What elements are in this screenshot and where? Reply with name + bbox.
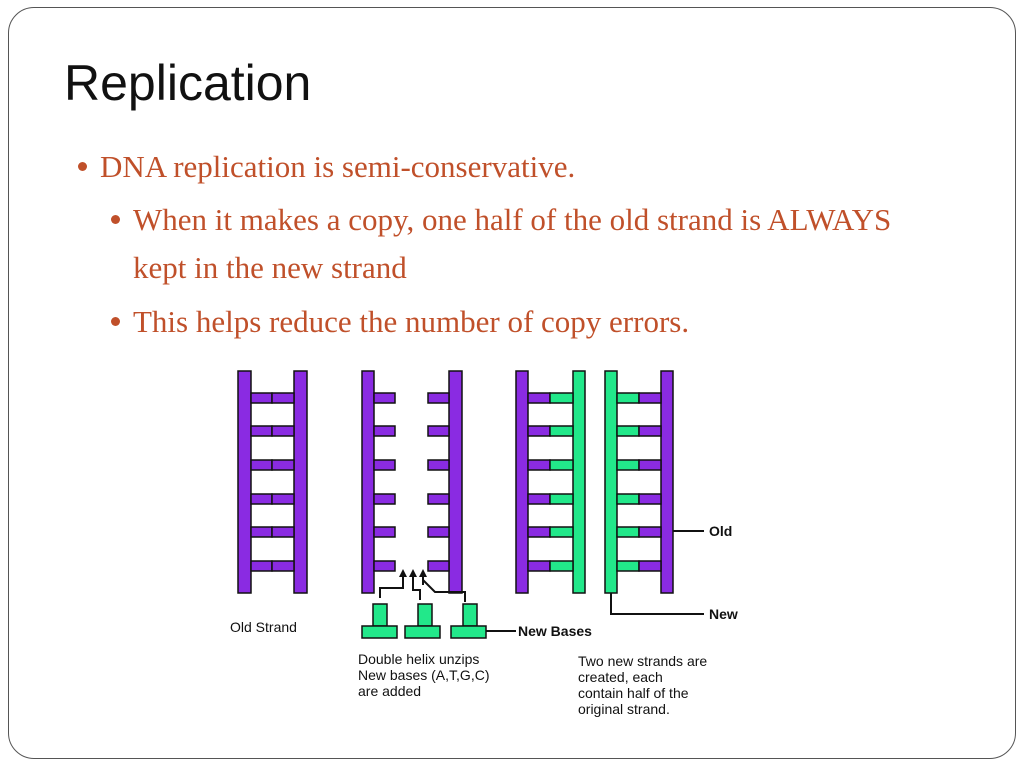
arrow-up-icon — [419, 569, 427, 577]
old-base-rung — [271, 392, 295, 404]
bullet-level1: DNA replication is semi-conservative. — [78, 143, 576, 191]
daughter1-old-base — [527, 560, 551, 572]
new-base-block — [450, 625, 487, 639]
new-base-block — [404, 625, 441, 639]
unzipped-base-left — [373, 425, 396, 437]
new-base-stem — [417, 603, 433, 627]
old-base-rung — [271, 493, 295, 505]
daughter2-old-base — [638, 425, 662, 437]
label-old: Old — [709, 523, 732, 539]
unzipped-base-left — [373, 459, 396, 471]
daughter1-old-base — [527, 392, 551, 404]
daughter2-old-base — [638, 560, 662, 572]
old-base-rung — [271, 526, 295, 538]
daughter2-new-base — [616, 459, 640, 471]
caption-result-line: Two new strands are — [578, 653, 707, 669]
new-base-stem — [372, 603, 388, 627]
daughter1-old-base — [527, 459, 551, 471]
slide-frame — [8, 7, 1016, 759]
new-base-stem — [462, 603, 478, 627]
old-base-rung — [250, 493, 273, 505]
bullet-dot-icon — [111, 215, 120, 224]
caption-unzip-line: Double helix unzips — [358, 651, 479, 667]
daughter2-old-base — [638, 526, 662, 538]
diagram-shapes — [237, 370, 704, 639]
unzipped-backbone-left — [361, 370, 375, 594]
unzipped-base-left — [373, 493, 396, 505]
arrow-up-icon — [399, 569, 407, 577]
unzipped-base-right — [427, 459, 450, 471]
unzipped-base-right — [427, 560, 450, 572]
bullet-dot-icon — [78, 162, 87, 171]
arrow-up-icon — [409, 569, 417, 577]
daughter1-new-base — [549, 425, 574, 437]
daughter2-old-base — [638, 459, 662, 471]
old-strand-backbone — [237, 370, 252, 594]
bullet-dot-icon — [111, 317, 120, 326]
daughter2-new-backbone — [604, 370, 618, 594]
label-old-strand: Old Strand — [230, 619, 297, 635]
bullet-text: When it makes a copy, one half of the ol… — [133, 202, 892, 285]
daughter1-new-base — [549, 392, 574, 404]
old-strand-backbone — [293, 370, 308, 594]
old-base-rung — [271, 560, 295, 572]
connector-line — [412, 585, 421, 600]
old-base-rung — [271, 425, 295, 437]
unzipped-base-right — [427, 392, 450, 404]
old-base-rung — [250, 392, 273, 404]
daughter1-new-base — [549, 493, 574, 505]
daughter2-old-base — [638, 392, 662, 404]
daughter1-new-base — [549, 526, 574, 538]
daughter1-old-backbone — [515, 370, 529, 594]
daughter1-new-backbone — [572, 370, 586, 594]
unzipped-base-right — [427, 493, 450, 505]
daughter2-new-base — [616, 560, 640, 572]
bullet-level2: When it makes a copy, one half of the ol… — [111, 196, 893, 292]
caption-unzip-line: are added — [358, 683, 421, 699]
daughter1-old-base — [527, 425, 551, 437]
daughter2-new-base — [616, 493, 640, 505]
caption-result-line: created, each — [578, 669, 663, 685]
caption-result-line: contain half of the — [578, 685, 689, 701]
unzipped-base-left — [373, 392, 396, 404]
daughter2-new-base — [616, 392, 640, 404]
bullet-level2: This helps reduce the number of copy err… — [111, 298, 690, 346]
new-base-block — [361, 625, 398, 639]
caption-unzip-line: New bases (A,T,G,C) — [358, 667, 489, 683]
unzipped-base-right — [427, 526, 450, 538]
daughter2-new-base — [616, 425, 640, 437]
old-base-rung — [271, 459, 295, 471]
label-new: New — [709, 606, 738, 622]
label-new-bases: New Bases — [518, 623, 592, 639]
connector-line — [379, 585, 404, 598]
unzipped-base-left — [373, 560, 396, 572]
daughter2-old-backbone — [660, 370, 674, 594]
unzipped-base-left — [373, 526, 396, 538]
old-base-rung — [250, 459, 273, 471]
bullet-text: This helps reduce the number of copy err… — [133, 304, 690, 339]
bullet-text: DNA replication is semi-conservative. — [100, 149, 576, 184]
daughter1-new-base — [549, 560, 574, 572]
old-base-rung — [250, 526, 273, 538]
caption-result-line: original strand. — [578, 701, 670, 717]
slide-title: Replication — [64, 55, 312, 111]
daughter1-new-base — [549, 459, 574, 471]
connector-line — [422, 579, 466, 602]
old-base-rung — [250, 560, 273, 572]
unzipped-backbone-right — [448, 370, 463, 594]
daughter2-old-base — [638, 493, 662, 505]
pointer-new — [610, 593, 704, 615]
old-base-rung — [250, 425, 273, 437]
daughter1-old-base — [527, 493, 551, 505]
daughter1-old-base — [527, 526, 551, 538]
daughter2-new-base — [616, 526, 640, 538]
unzipped-base-right — [427, 425, 450, 437]
